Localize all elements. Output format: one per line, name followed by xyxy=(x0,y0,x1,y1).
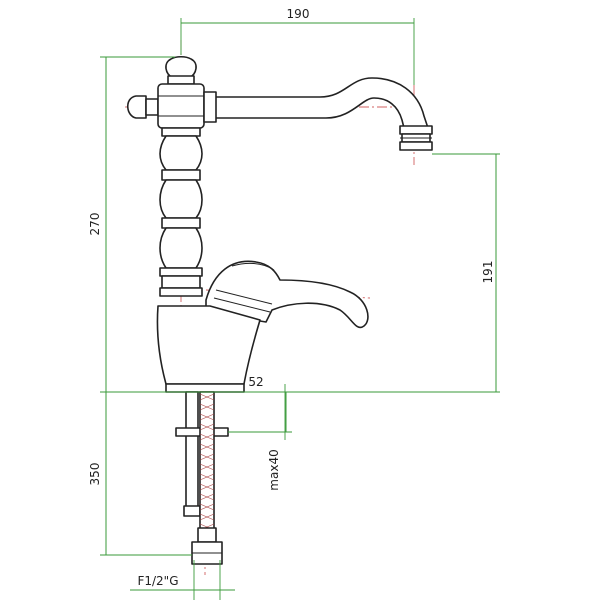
label-190: 190 xyxy=(287,7,310,21)
label-thread: F1/2"G xyxy=(137,574,178,588)
threaded-shank xyxy=(185,391,199,515)
base-plate xyxy=(165,383,245,393)
mounting-hoses xyxy=(175,391,229,565)
mixer-lever xyxy=(205,260,369,329)
dimension-lines xyxy=(100,18,500,600)
spout-arm xyxy=(213,77,429,129)
faucet-base xyxy=(156,305,261,385)
faucet-body xyxy=(126,55,433,393)
dimension-labels: 190 270 191 52 max40 350 F1/2"G xyxy=(88,7,495,588)
top-finial xyxy=(165,55,197,79)
column-segment-2 xyxy=(159,179,203,219)
label-350: 350 xyxy=(88,463,102,486)
column-segment-1 xyxy=(159,135,203,171)
side-knob xyxy=(126,95,147,119)
head-block xyxy=(157,83,205,129)
column-segment-3 xyxy=(159,227,203,269)
label-52: 52 xyxy=(248,375,263,389)
aerator-ring-3 xyxy=(399,141,433,151)
label-270: 270 xyxy=(88,213,102,236)
aerator-ring-1 xyxy=(399,125,433,135)
label-max40: max40 xyxy=(267,449,281,490)
label-191: 191 xyxy=(481,261,495,284)
